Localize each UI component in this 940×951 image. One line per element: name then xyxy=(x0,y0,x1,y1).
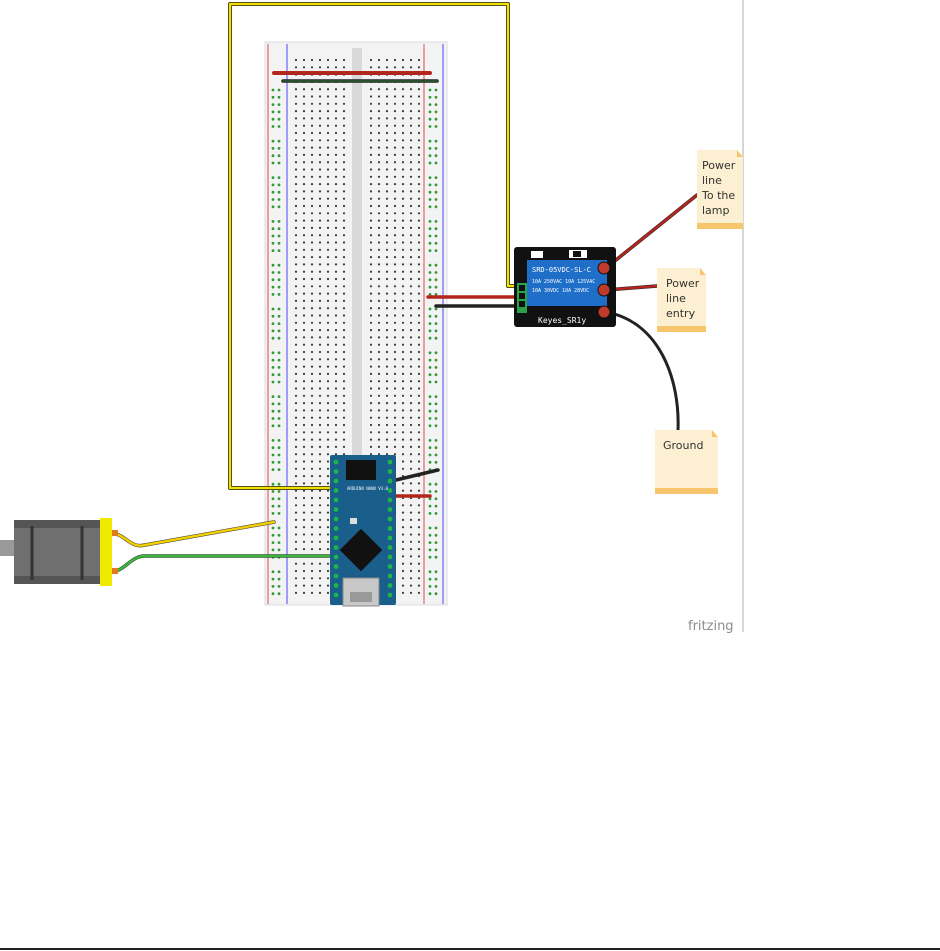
dc-motor xyxy=(0,518,118,586)
note-lamp: Power line To the lamp xyxy=(697,150,743,229)
ground-wire xyxy=(604,310,680,432)
note-entry-line-3: entry xyxy=(666,307,696,320)
note-lamp-line-4: lamp xyxy=(702,204,730,217)
fritzing-logo: fritzing xyxy=(688,619,734,634)
relay-module: SRD-05VDC-SL-C 10A 250VAC 10A 125VAC 10A… xyxy=(514,247,616,327)
note-ground-line-1: Ground xyxy=(663,439,703,452)
relay-text-2: 10A 250VAC 10A 125VAC xyxy=(532,279,595,285)
arduino-label: ARDUINO NANO V3.0 xyxy=(347,486,389,491)
note-lamp-line-1: Power xyxy=(702,159,736,172)
arduino-nano: ARDUINO NANO V3.0 xyxy=(330,455,396,607)
relay-text-1: SRD-05VDC-SL-C xyxy=(532,266,591,274)
note-lamp-line-2: line xyxy=(702,174,722,187)
note-ground: Ground xyxy=(655,430,718,494)
note-entry-line-2: line xyxy=(666,292,686,305)
relay-text-3: 10A 30VDC 10A 28VDC xyxy=(532,288,589,294)
bottom-rule xyxy=(0,948,940,950)
note-lamp-line-3: To the xyxy=(701,189,735,202)
black-jumper xyxy=(394,468,440,482)
note-entry-line-1: Power xyxy=(666,277,700,290)
note-entry: Power line entry xyxy=(657,268,706,332)
relay-label: Keyes_SR1y xyxy=(538,316,586,325)
